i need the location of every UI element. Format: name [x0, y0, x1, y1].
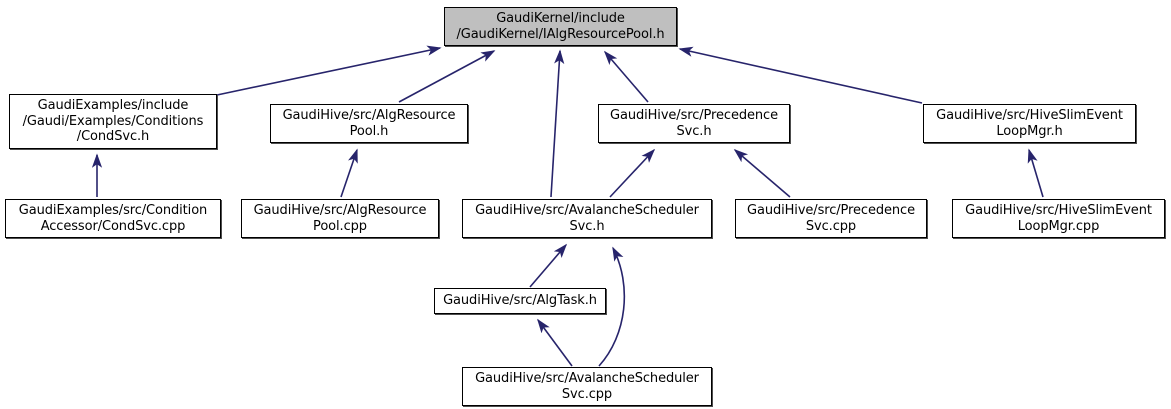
node-ialgresourcepool-h[interactable]: GaudiKernel/include /GaudiKernel/IAlgRes… — [444, 7, 677, 46]
node-algtask-h[interactable]: GaudiHive/src/AlgTask.h — [434, 288, 606, 314]
node-precedencesvc-h[interactable]: GaudiHive/src/Precedence Svc.h — [598, 104, 790, 143]
node-label: GaudiHive/src/Precedence Svc.h — [609, 108, 778, 139]
node-label: GaudiHive/src/Precedence Svc.cpp — [746, 203, 915, 234]
node-avalancheschedulersvc-h[interactable]: GaudiHive/src/AvalancheScheduler Svc.h — [462, 199, 712, 238]
edge-condsvc-h-to-ialgresourcepool — [216, 45, 442, 96]
edge-algresourcepool-cpp-to-algresourcepool-h — [340, 148, 358, 198]
node-hiveslimeventloopmgr-cpp[interactable]: GaudiHive/src/HiveSlimEvent LoopMgr.cpp — [952, 199, 1165, 238]
node-condsvc-cpp[interactable]: GaudiExamples/src/Condition Accessor/Con… — [5, 199, 221, 238]
edge-avalancheschedulersvc-h-to-ialgresourcepool — [550, 49, 565, 198]
edge-algtask-h-to-avalancheschedulersvc-h — [529, 243, 568, 288]
edge-algresourcepool-h-to-ialgresourcepool — [398, 50, 496, 103]
edge-precedencesvc-cpp-to-precedencesvc-h — [733, 148, 791, 198]
edge-avalancheschedulersvc-h-to-precedencesvc-h — [609, 148, 656, 198]
node-label: GaudiKernel/include /GaudiKernel/IAlgRes… — [456, 11, 665, 42]
node-label: GaudiExamples/include /Gaudi/Examples/Co… — [22, 98, 204, 145]
node-label: GaudiHive/src/HiveSlimEvent LoopMgr.h — [936, 108, 1123, 139]
node-label: GaudiHive/src/AlgResource Pool.h — [282, 108, 456, 139]
edge-precedencesvc-h-to-ialgresourcepool — [603, 50, 649, 103]
node-label: GaudiHive/src/AlgTask.h — [443, 293, 597, 309]
node-algresourcepool-h[interactable]: GaudiHive/src/AlgResource Pool.h — [270, 104, 468, 143]
node-label: GaudiHive/src/AlgResource Pool.cpp — [253, 203, 427, 234]
node-hiveslimeventloopmgr-h[interactable]: GaudiHive/src/HiveSlimEvent LoopMgr.h — [923, 104, 1136, 143]
node-label: GaudiHive/src/AvalancheScheduler Svc.h — [475, 203, 699, 234]
node-label: GaudiExamples/src/Condition Accessor/Con… — [18, 203, 208, 234]
node-label: GaudiHive/src/AvalancheScheduler Svc.cpp — [475, 371, 699, 402]
edge-avalancheschedulersvc-cpp-to-algtask-h — [537, 318, 573, 367]
node-condsvc-h[interactable]: GaudiExamples/include /Gaudi/Examples/Co… — [9, 94, 217, 149]
edge-hiveslimeventloopmgr-cpp-to-hiveslimeventloopmgr-h — [1027, 148, 1044, 198]
node-label: GaudiHive/src/HiveSlimEvent LoopMgr.cpp — [965, 203, 1152, 234]
node-algresourcepool-cpp[interactable]: GaudiHive/src/AlgResource Pool.cpp — [241, 199, 439, 238]
edge-hiveslimeventloopmgr-h-to-ialgresourcepool — [678, 46, 923, 104]
node-avalancheschedulersvc-cpp[interactable]: GaudiHive/src/AvalancheScheduler Svc.cpp — [462, 367, 712, 406]
node-precedencesvc-cpp[interactable]: GaudiHive/src/Precedence Svc.cpp — [735, 199, 927, 238]
